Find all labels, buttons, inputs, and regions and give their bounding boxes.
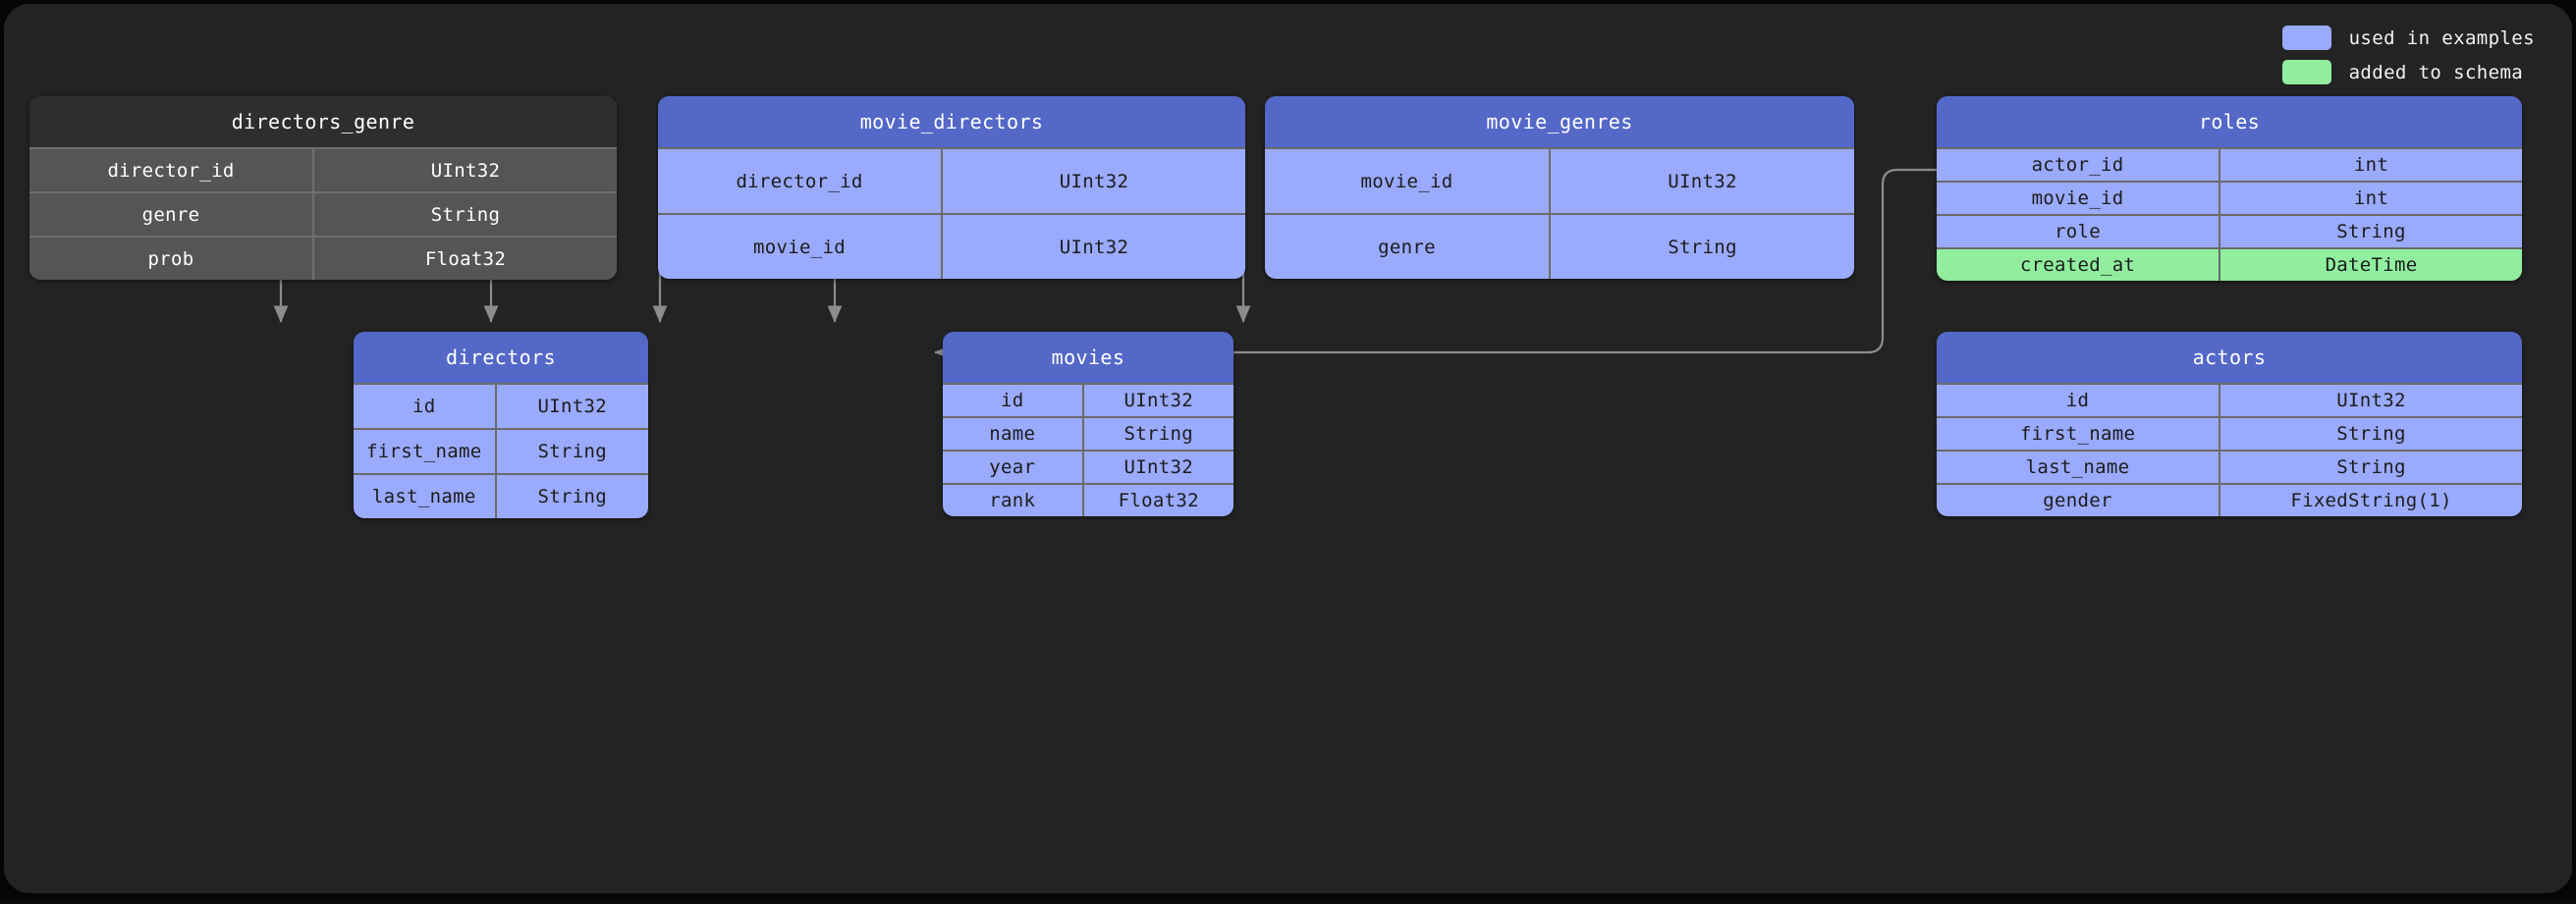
column-type: String bbox=[2220, 416, 2522, 450]
column-name: director_id bbox=[29, 147, 315, 191]
column-type: FixedString(1) bbox=[2220, 483, 2522, 516]
column-name: genre bbox=[1265, 213, 1551, 279]
table-row-added[interactable]: created_at DateTime bbox=[1937, 247, 2522, 281]
column-type: Float32 bbox=[314, 236, 617, 280]
table-roles[interactable]: roles actor_id int movie_id int role Str… bbox=[1937, 96, 2522, 281]
column-name: year bbox=[943, 450, 1084, 483]
table-row[interactable]: prob Float32 bbox=[29, 236, 617, 280]
table-title-movie_directors: movie_directors bbox=[658, 96, 1245, 147]
column-type: int bbox=[2220, 181, 2522, 214]
column-name: director_id bbox=[658, 147, 944, 213]
legend-label-added-to-schema: added to schema bbox=[2348, 61, 2524, 83]
table-row[interactable]: first_name String bbox=[1937, 416, 2522, 450]
table-row[interactable]: name String bbox=[943, 416, 1233, 450]
table-row[interactable]: gender FixedString(1) bbox=[1937, 483, 2522, 516]
column-name: id bbox=[354, 383, 497, 428]
legend-item-used-in-examples: used in examples bbox=[2281, 26, 2535, 50]
column-type: UInt32 bbox=[1083, 450, 1233, 483]
column-name: id bbox=[1937, 383, 2221, 416]
legend-swatch-added-to-schema bbox=[2281, 60, 2331, 84]
column-name: last_name bbox=[354, 473, 497, 518]
table-row[interactable]: actor_id int bbox=[1937, 147, 2522, 181]
table-row[interactable]: id UInt32 bbox=[354, 383, 648, 428]
table-row[interactable]: movie_id UInt32 bbox=[1265, 147, 1854, 213]
column-name: movie_id bbox=[1937, 181, 2221, 214]
column-name: last_name bbox=[1937, 450, 2221, 483]
column-name: movie_id bbox=[658, 213, 944, 279]
column-name: first_name bbox=[1937, 416, 2221, 450]
table-row[interactable]: genre String bbox=[29, 191, 617, 236]
column-type: String bbox=[1083, 416, 1233, 450]
column-type: String bbox=[2220, 450, 2522, 483]
column-type: String bbox=[314, 191, 617, 236]
table-row[interactable]: director_id UInt32 bbox=[29, 147, 617, 191]
column-type: String bbox=[2220, 214, 2522, 247]
table-row[interactable]: id UInt32 bbox=[1937, 383, 2522, 416]
table-movies[interactable]: movies id UInt32 name String year UInt32… bbox=[943, 332, 1233, 516]
table-row[interactable]: movie_id UInt32 bbox=[658, 213, 1245, 279]
column-type: UInt32 bbox=[1551, 147, 1854, 213]
column-name: genre bbox=[29, 191, 315, 236]
table-movie_directors[interactable]: movie_directors director_id UInt32 movie… bbox=[658, 96, 1245, 279]
column-name: prob bbox=[29, 236, 315, 280]
column-name: actor_id bbox=[1937, 147, 2221, 181]
table-row[interactable]: genre String bbox=[1265, 213, 1854, 279]
table-title-movies: movies bbox=[943, 332, 1233, 383]
column-type: String bbox=[496, 473, 648, 518]
column-name: created_at bbox=[1937, 247, 2221, 281]
column-name: movie_id bbox=[1265, 147, 1551, 213]
window-bottom-edge bbox=[0, 899, 2576, 904]
column-type: UInt32 bbox=[314, 147, 617, 191]
legend: used in examples added to schema bbox=[2281, 26, 2535, 84]
column-name: id bbox=[943, 383, 1084, 416]
column-type: Float32 bbox=[1083, 483, 1233, 516]
table-row[interactable]: role String bbox=[1937, 214, 2522, 247]
column-type: DateTime bbox=[2220, 247, 2522, 281]
column-name: first_name bbox=[354, 428, 497, 473]
table-row[interactable]: movie_id int bbox=[1937, 181, 2522, 214]
column-type: String bbox=[1551, 213, 1854, 279]
table-row[interactable]: last_name String bbox=[354, 473, 648, 518]
table-actors[interactable]: actors id UInt32 first_name String last_… bbox=[1937, 332, 2522, 516]
table-row[interactable]: id UInt32 bbox=[943, 383, 1233, 416]
table-title-movie_genres: movie_genres bbox=[1265, 96, 1854, 147]
table-directors_genre[interactable]: directors_genre director_id UInt32 genre… bbox=[29, 96, 617, 280]
schema-canvas: used in examples added to schema directo… bbox=[4, 4, 2572, 893]
column-name: rank bbox=[943, 483, 1084, 516]
column-type: UInt32 bbox=[943, 213, 1245, 279]
column-type: String bbox=[496, 428, 648, 473]
table-directors[interactable]: directors id UInt32 first_name String la… bbox=[354, 332, 648, 518]
table-title-actors: actors bbox=[1937, 332, 2522, 383]
column-name: gender bbox=[1937, 483, 2221, 516]
column-type: UInt32 bbox=[943, 147, 1245, 213]
table-row[interactable]: last_name String bbox=[1937, 450, 2522, 483]
table-title-roles: roles bbox=[1937, 96, 2522, 147]
table-row[interactable]: first_name String bbox=[354, 428, 648, 473]
table-row[interactable]: director_id UInt32 bbox=[658, 147, 1245, 213]
table-row[interactable]: rank Float32 bbox=[943, 483, 1233, 516]
column-type: UInt32 bbox=[496, 383, 648, 428]
table-row[interactable]: year UInt32 bbox=[943, 450, 1233, 483]
legend-item-added-to-schema: added to schema bbox=[2281, 60, 2535, 84]
column-type: UInt32 bbox=[1083, 383, 1233, 416]
column-name: role bbox=[1937, 214, 2221, 247]
legend-label-used-in-examples: used in examples bbox=[2348, 27, 2535, 49]
table-title-directors_genre: directors_genre bbox=[29, 96, 617, 147]
legend-swatch-used-in-examples bbox=[2281, 26, 2331, 50]
column-type: UInt32 bbox=[2220, 383, 2522, 416]
column-type: int bbox=[2220, 147, 2522, 181]
column-name: name bbox=[943, 416, 1084, 450]
table-title-directors: directors bbox=[354, 332, 648, 383]
table-movie_genres[interactable]: movie_genres movie_id UInt32 genre Strin… bbox=[1265, 96, 1854, 279]
